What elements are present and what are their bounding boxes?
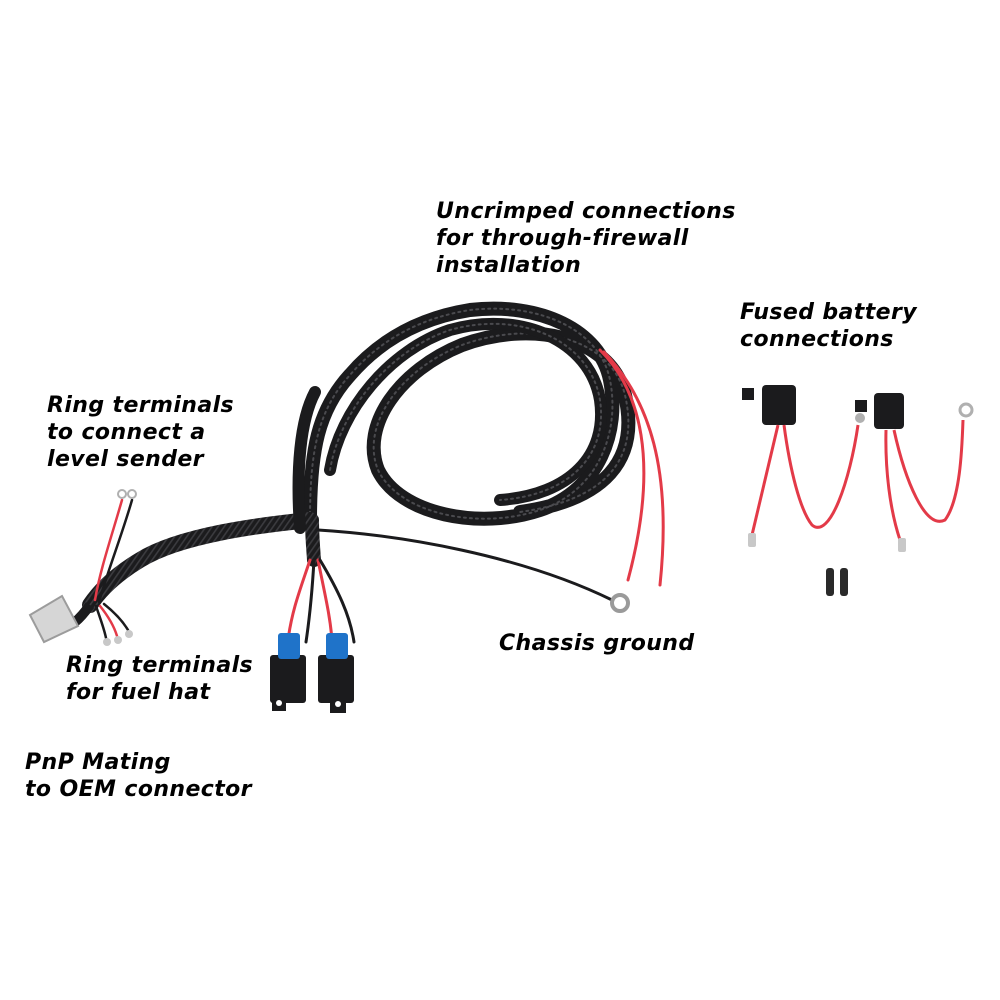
pnp-mating-callout: PnP Mating to OEM connector: [25, 749, 252, 803]
fuel-hat-terminals: [94, 602, 133, 646]
relay-wires: [286, 558, 356, 644]
oem-connector: [28, 594, 95, 644]
callout-line: Chassis ground: [499, 631, 695, 656]
uncrimped-red-wires: [598, 348, 665, 587]
relay-left: [270, 633, 306, 711]
level-sender-wires: [93, 489, 137, 604]
callout-line: installation: [436, 253, 582, 278]
callout-line: to connect a: [47, 420, 206, 445]
ring-terminals-fuel-hat-callout: Ring terminals for fuel hat: [66, 652, 253, 706]
callout-line: PnP Mating: [25, 750, 171, 775]
callout-line: for fuel hat: [66, 680, 211, 705]
chassis-ground-wire: [317, 528, 630, 613]
fuse-holder-left: [742, 385, 865, 547]
callout-line: Uncrimped connections: [436, 199, 736, 224]
callout-line: for through-firewall: [436, 226, 689, 251]
fused-battery-callout: Fused battery connections: [740, 299, 917, 353]
chassis-ground-callout: Chassis ground: [499, 630, 695, 657]
callout-line: to OEM connector: [25, 777, 252, 802]
callout-line: Ring terminals: [47, 393, 235, 418]
heat-shrink-pieces: [826, 568, 848, 596]
callout-line: Fused battery: [740, 300, 917, 325]
callout-line: level sender: [47, 447, 204, 472]
callout-line: Ring terminals: [66, 653, 254, 678]
ring-terminals-level-sender-callout: Ring terminals to connect a level sender: [47, 392, 234, 473]
callout-line: connections: [740, 327, 894, 352]
uncrimped-connections-callout: Uncrimped connections for through-firewa…: [436, 198, 736, 279]
relay-right: [318, 633, 354, 713]
fuse-holder-right: [855, 393, 974, 552]
